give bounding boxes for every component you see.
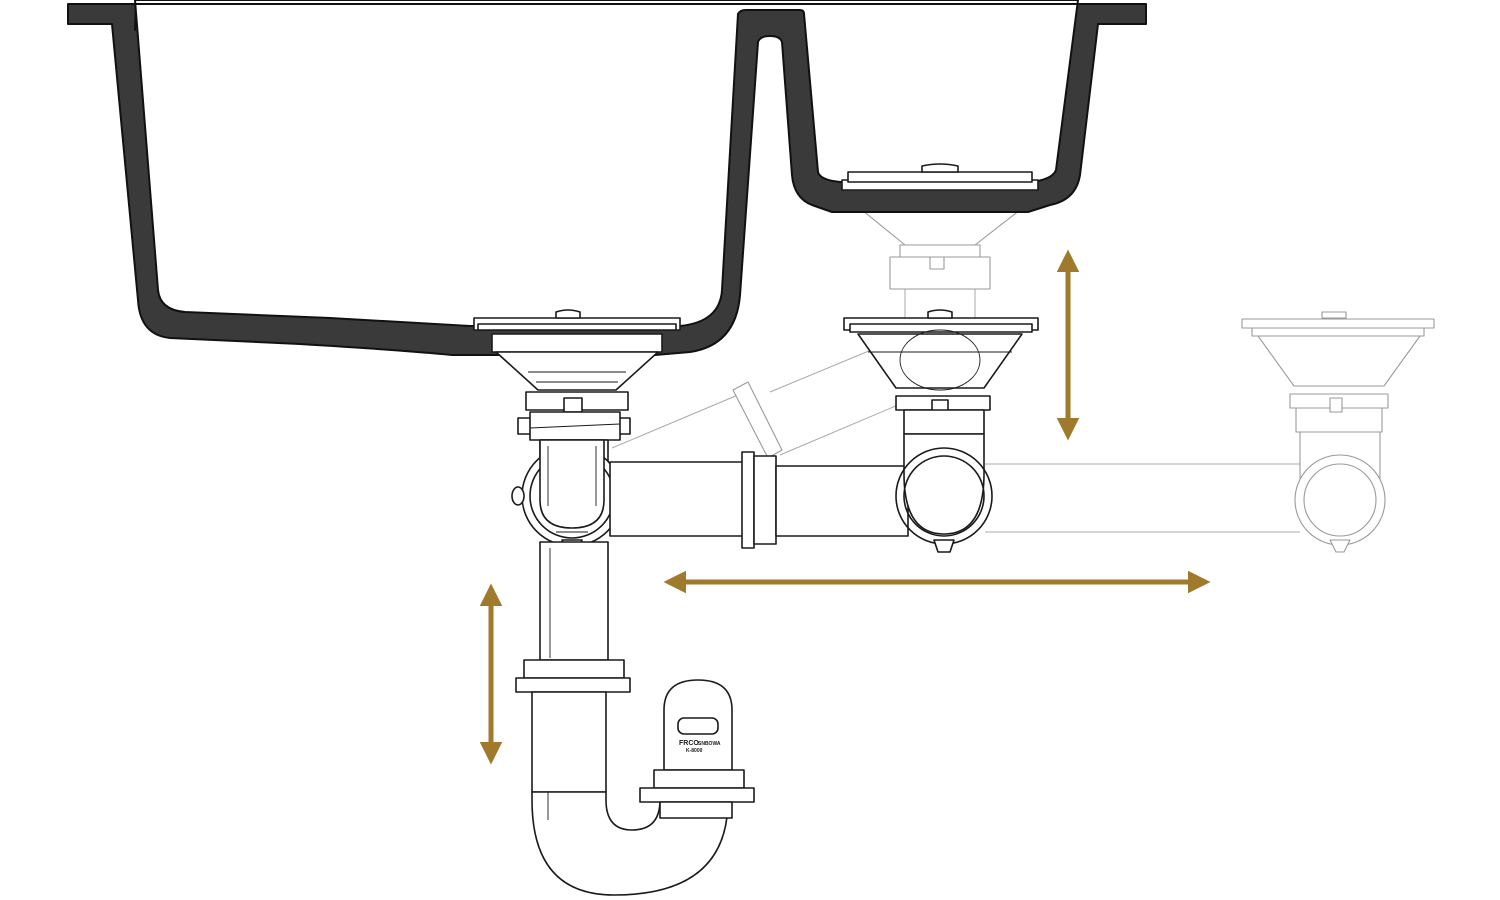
left-basket-strainer	[473, 309, 681, 441]
left-vertical-tailpiece	[539, 541, 609, 661]
trap-model-line: SNBOWA	[698, 741, 721, 747]
right-elbow	[895, 433, 993, 553]
ghost-extended-pipe	[985, 463, 1300, 533]
left-tee-fitting	[511, 439, 623, 553]
horizontal-connector-pipe	[609, 451, 909, 549]
adjustment-arrows	[479, 249, 1211, 765]
ghost-raised-strainer	[861, 209, 1021, 320]
ghost-diagonal-tailpiece	[611, 337, 906, 523]
trap-code-line: K-8000	[686, 748, 703, 754]
ghost-right-strainer-assembly	[1241, 311, 1435, 553]
p-trap-assembly: FRCO SNBOWA K-8000	[515, 659, 755, 896]
trap-brand-label: FRCO	[679, 740, 699, 747]
double-bowl-sink	[67, 0, 1147, 356]
